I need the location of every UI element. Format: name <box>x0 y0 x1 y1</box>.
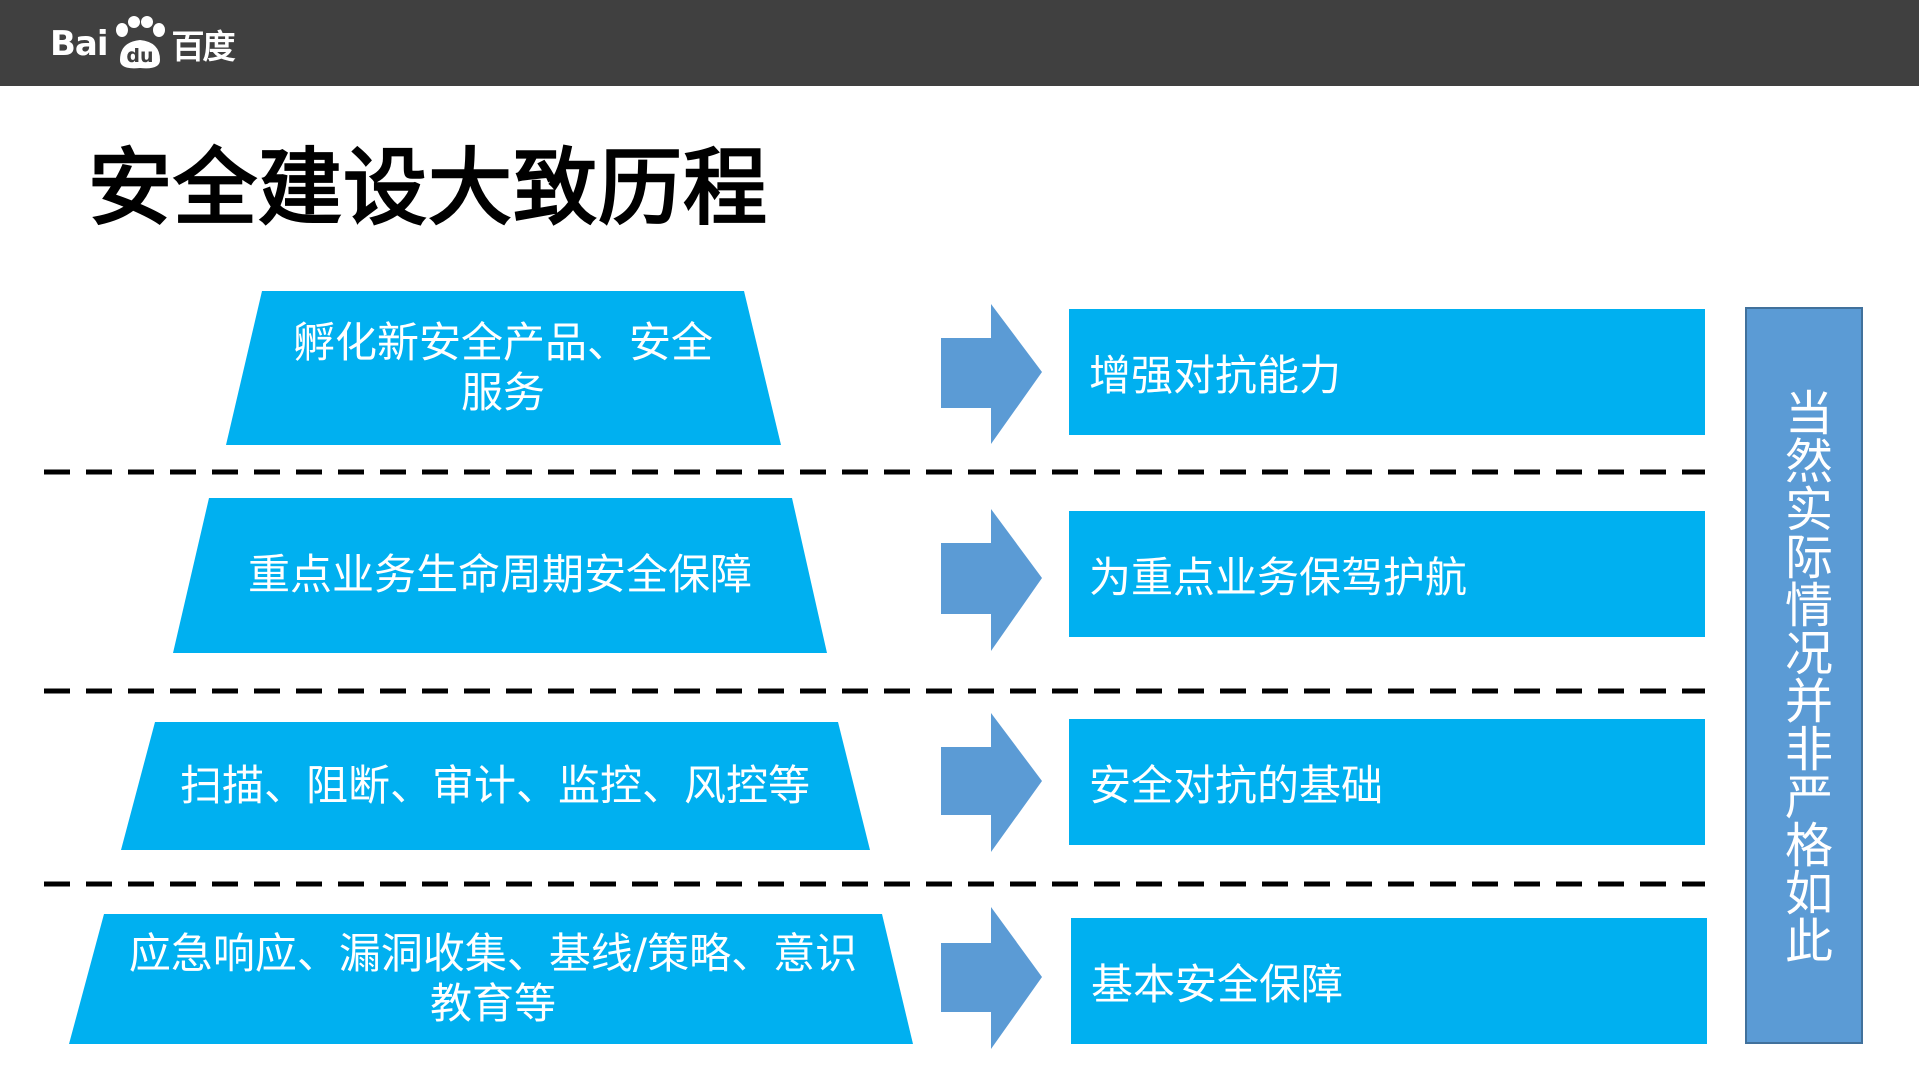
level-2-label: 重点业务生命周期安全保障 <box>247 550 752 599</box>
logo-latin-text: Bai <box>50 24 109 64</box>
side-note-text: 当然实际情况并非严格如此 <box>1776 387 1832 964</box>
arrow-icon-2 <box>941 509 1042 651</box>
level-4-trapezoid <box>69 914 913 1044</box>
arrow-icon-3 <box>941 713 1042 852</box>
level-3-outcome-text: 安全对抗的基础 <box>1089 760 1384 810</box>
level-4-outcome-text: 基本安全保障 <box>1091 959 1344 1009</box>
level-2-outcome-box: 为重点业务保驾护航 <box>1069 511 1705 637</box>
arrow-icon-1 <box>941 304 1042 444</box>
level-3-outcome-box: 安全对抗的基础 <box>1069 719 1705 845</box>
level-2-trapezoid <box>173 498 827 653</box>
baidu-logo: Bai du 百度 <box>50 14 236 74</box>
level-4-label: 应急响应、漏洞收集、基线/策略、意识 教育等 <box>128 929 858 1028</box>
level-1-trapezoid <box>226 291 781 445</box>
level-2-outcome-text: 为重点业务保驾护航 <box>1089 552 1468 602</box>
level-4-outcome-box: 基本安全保障 <box>1071 918 1707 1044</box>
header-bar: Bai du 百度 <box>0 0 1919 86</box>
side-note-box: 当然实际情况并非严格如此 <box>1745 307 1863 1044</box>
level-1-outcome-text: 增强对抗能力 <box>1089 350 1342 400</box>
paw-icon: du <box>115 16 165 69</box>
level-3-trapezoid <box>121 722 870 850</box>
logo-paw-text: du <box>126 45 153 67</box>
level-1-label: 孵化新安全产品、安全 服务 <box>292 318 713 417</box>
level-3-label: 扫描、阻断、审计、监控、风控等 <box>179 761 810 810</box>
page-title: 安全建设大致历程 <box>88 139 769 237</box>
level-1-outcome-box: 增强对抗能力 <box>1069 309 1705 435</box>
arrow-icon-4 <box>941 907 1042 1049</box>
logo-cn-text: 百度 <box>171 27 236 66</box>
